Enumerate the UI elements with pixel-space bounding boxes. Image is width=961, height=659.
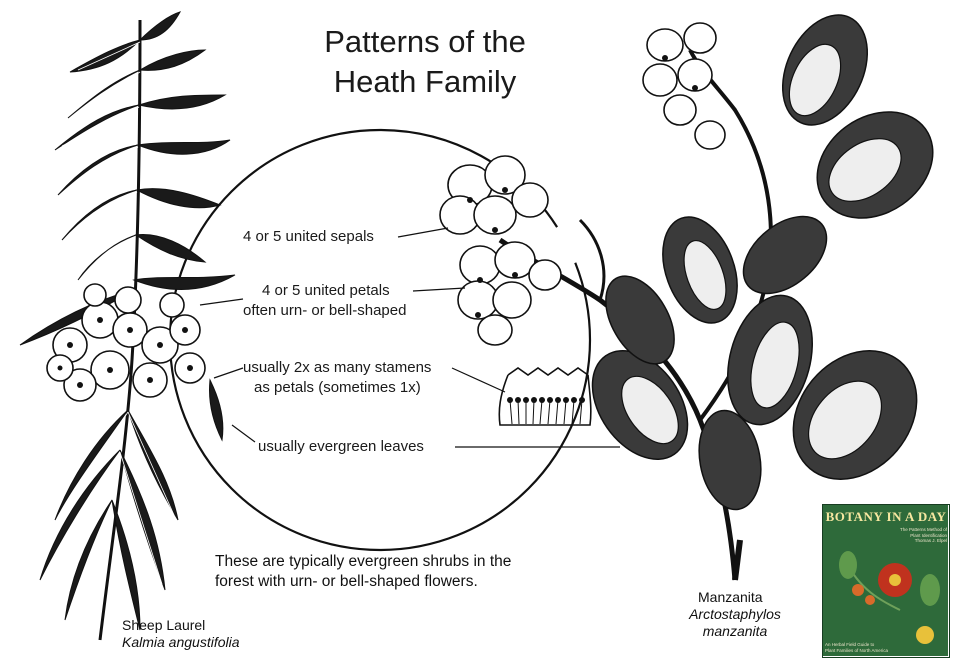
book-cover[interactable]: BOTANY IN A DAY The Patterns Method of P… <box>822 504 950 658</box>
sheep-laurel-common-name: Sheep Laurel <box>122 617 240 634</box>
manzanita-scientific-name-line2: manzanita <box>680 623 790 640</box>
page-title: Patterns of the Heath Family <box>300 22 550 102</box>
summary-text: These are typically evergreen shrubs in … <box>215 552 511 592</box>
label-sepals: 4 or 5 united sepals <box>243 228 374 245</box>
label-stamens-line1: usually 2x as many stamens <box>243 359 431 376</box>
sheep-laurel-scientific-name: Kalmia angustifolia <box>122 634 240 651</box>
stamen-cross-section-icon <box>499 368 591 425</box>
label-stamens-line2: as petals (sometimes 1x) <box>254 379 421 396</box>
label-leaves: usually evergreen leaves <box>258 438 424 455</box>
book-footer: An Herbal Field Guide to Plant Families … <box>825 642 945 653</box>
caption-sheep-laurel: Sheep Laurel Kalmia angustifolia <box>122 617 240 651</box>
caption-manzanita: Manzanita Arctostaphylos manzanita <box>680 589 790 640</box>
summary-line2: forest with urn- or bell-shaped flowers. <box>215 572 511 592</box>
sheep-laurel-illustration <box>20 12 235 640</box>
label-petals-line2: often urn- or bell-shaped <box>243 302 406 319</box>
book-subtitle: The Patterns Method of Plant Identificat… <box>847 527 947 544</box>
summary-line1: These are typically evergreen shrubs in … <box>215 552 511 572</box>
manzanita-scientific-name-line1: Arctostaphylos <box>680 606 790 623</box>
book-title: BOTANY IN A DAY <box>823 509 949 525</box>
manzanita-common-name: Manzanita <box>680 589 790 606</box>
book-footer-line2: Plant Families of North America <box>825 648 945 654</box>
label-petals-line1: 4 or 5 united petals <box>262 282 390 299</box>
book-author: Thomas J. Elpel <box>847 538 947 544</box>
